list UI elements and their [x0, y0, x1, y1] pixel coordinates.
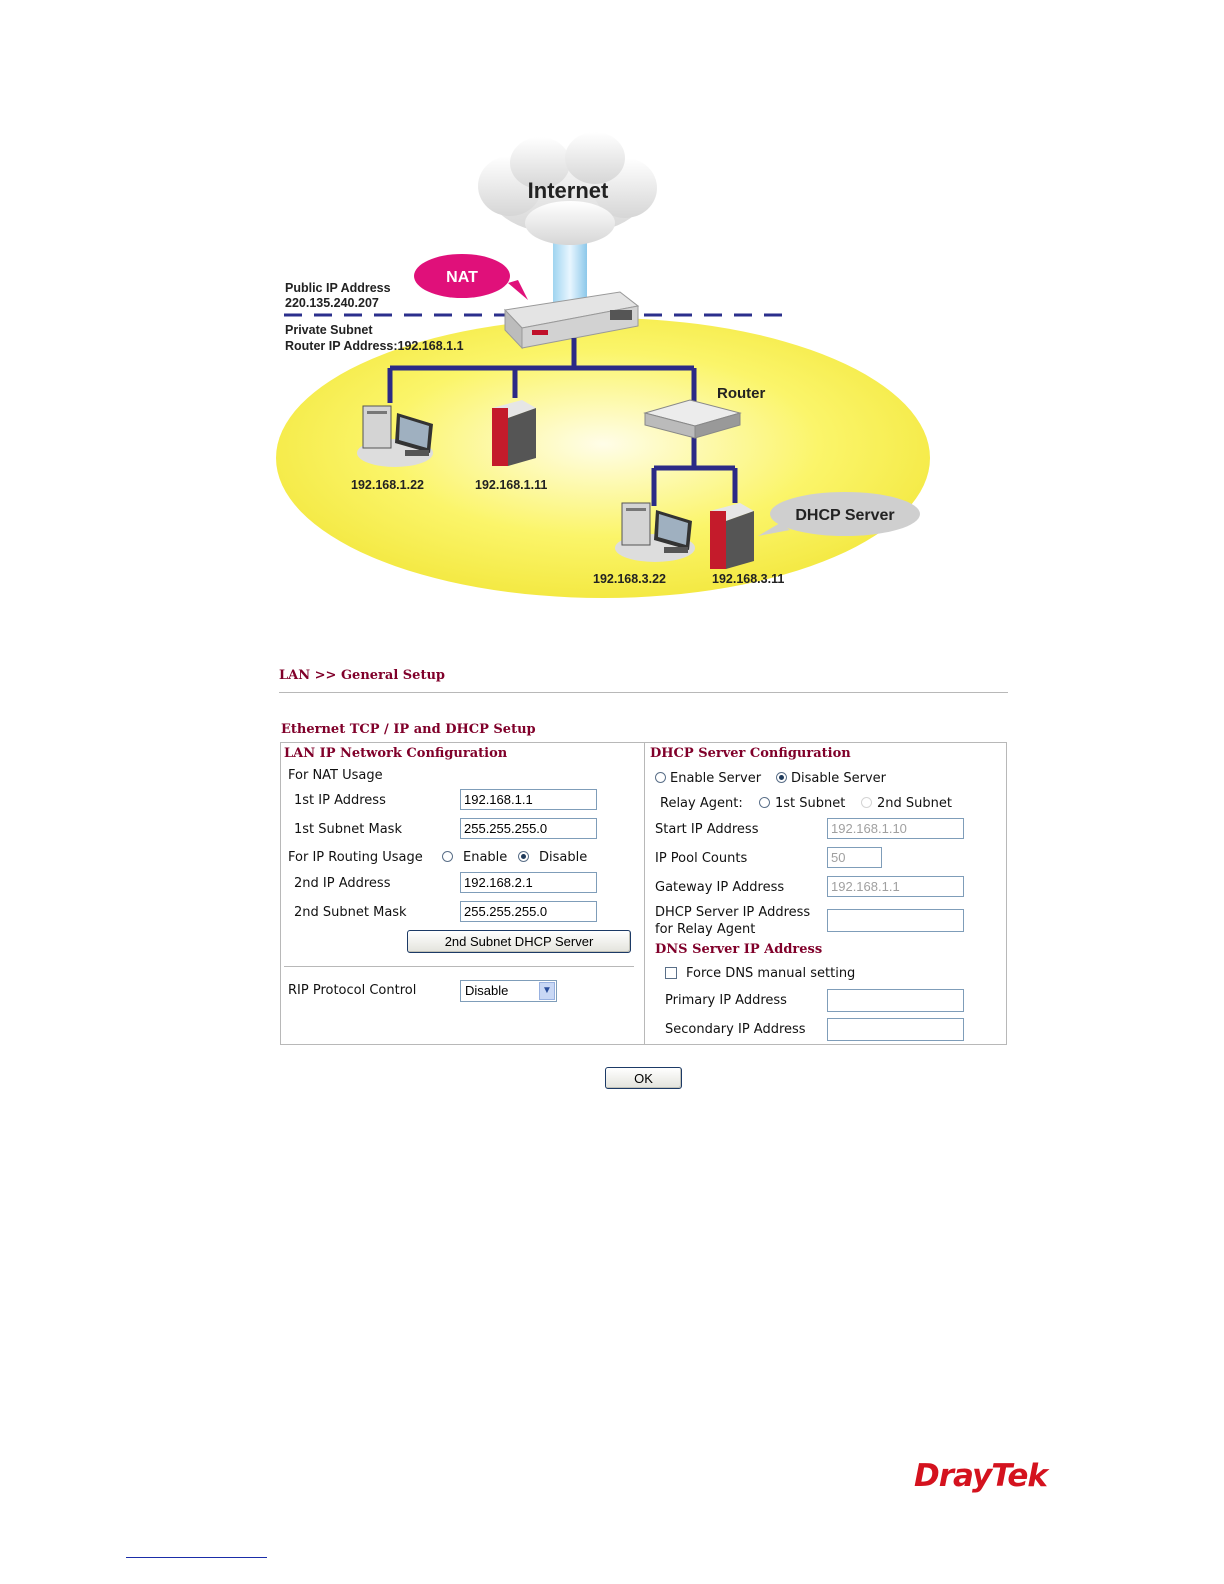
network-cabling — [387, 338, 738, 506]
router-ip-label: Router IP Address:192.168.1.1 — [285, 339, 464, 353]
router-icon — [643, 399, 742, 439]
host-ip-label: 192.168.1.22 — [351, 478, 424, 492]
dhcp-disable-radio[interactable] — [776, 772, 787, 783]
pc-icon — [615, 502, 695, 562]
private-subnet-label: Private Subnet — [285, 323, 373, 337]
dhcp-server-bubble — [758, 492, 920, 536]
ip-routing-label: For IP Routing Usage — [288, 850, 423, 865]
network-diagram: Internet NAT Public IP Address 220.135.2… — [276, 132, 930, 598]
relay-server-ip-label: DHCP Server IP Address — [655, 905, 811, 920]
pc-icon — [357, 405, 433, 467]
ip2-label: 2nd IP Address — [294, 876, 391, 891]
dns-header: DNS Server IP Address — [655, 942, 823, 957]
host-ip-label: 192.168.1.11 — [475, 478, 547, 492]
rip-select[interactable]: Disable ▼ — [460, 980, 557, 1002]
secondary-dns-input[interactable] — [827, 1018, 964, 1041]
force-dns-checkbox[interactable] — [665, 967, 677, 979]
section-title: Ethernet TCP / IP and DHCP Setup — [281, 722, 536, 737]
routing-disable-label: Disable — [539, 850, 588, 865]
primary-dns-input[interactable] — [827, 989, 964, 1012]
nat-bubble — [414, 254, 528, 300]
rip-divider — [284, 966, 634, 967]
ok-button[interactable]: OK — [605, 1067, 682, 1089]
column-divider — [644, 742, 645, 1045]
host-ip-label: 192.168.3.22 — [593, 572, 666, 586]
force-dns-label: Force DNS manual setting — [686, 966, 856, 981]
relay-2nd-label: 2nd Subnet — [877, 796, 952, 811]
server-icon — [710, 503, 754, 569]
dhcp-enable-label: Enable Server — [670, 771, 762, 786]
server-icon — [492, 400, 536, 466]
footer-rule — [126, 1557, 267, 1558]
pool-count-input[interactable] — [827, 847, 882, 868]
relay-1st-label: 1st Subnet — [775, 796, 846, 811]
rip-label: RIP Protocol Control — [288, 983, 417, 998]
start-ip-label: Start IP Address — [655, 822, 759, 837]
rip-select-value: Disable — [465, 983, 509, 998]
private-network-area — [276, 318, 930, 598]
secondary-dns-label: Secondary IP Address — [665, 1022, 806, 1037]
pool-count-label: IP Pool Counts — [655, 851, 748, 866]
dhcp-config-header: DHCP Server Configuration — [650, 746, 851, 761]
ip2-input[interactable] — [460, 872, 597, 893]
mask2-label: 2nd Subnet Mask — [294, 905, 407, 920]
dhcp-disable-label: Disable Server — [791, 771, 886, 786]
config-panel — [280, 742, 1007, 1045]
nat-usage-label: For NAT Usage — [288, 768, 383, 783]
mask1-input[interactable] — [460, 818, 597, 839]
header-divider — [279, 692, 1008, 693]
host-ip-label: 192.168.3.11 — [712, 572, 784, 586]
relay-server-ip-sublabel: for Relay Agent — [655, 922, 756, 937]
primary-dns-label: Primary IP Address — [665, 993, 787, 1008]
internet-cloud-icon — [478, 132, 657, 245]
lan-config-header: LAN IP Network Configuration — [284, 746, 508, 761]
breadcrumb: LAN >> General Setup — [279, 668, 445, 683]
ip1-input[interactable] — [460, 789, 597, 810]
routing-enable-label: Enable — [463, 850, 508, 865]
mask1-label: 1st Subnet Mask — [294, 822, 402, 837]
routing-enable-radio[interactable] — [442, 851, 453, 862]
gateway-ip-input[interactable] — [827, 876, 964, 897]
dhcp-server-label: DHCP Server — [795, 507, 894, 524]
router-label: Router — [717, 385, 765, 402]
mask2-input[interactable] — [460, 901, 597, 922]
relay-agent-label: Relay Agent: — [660, 796, 743, 811]
dhcp-enable-radio[interactable] — [655, 772, 666, 783]
relay-2nd-radio[interactable] — [861, 797, 872, 808]
chevron-down-icon[interactable]: ▼ — [539, 982, 555, 1000]
start-ip-input[interactable] — [827, 818, 964, 839]
draytek-logo: DrayTek — [914, 1458, 1048, 1494]
vigor-router-icon — [503, 291, 640, 350]
dhcp-2nd-subnet-button[interactable]: 2nd Subnet DHCP Server — [407, 930, 631, 953]
internet-label: Internet — [528, 178, 609, 203]
routing-disable-radio[interactable] — [518, 851, 529, 862]
relay-server-ip-input[interactable] — [827, 909, 964, 932]
gateway-ip-label: Gateway IP Address — [655, 880, 785, 895]
public-ip-value: 220.135.240.207 — [285, 296, 379, 310]
nat-label: NAT — [446, 269, 478, 286]
relay-1st-radio[interactable] — [759, 797, 770, 808]
ip1-label: 1st IP Address — [294, 793, 386, 808]
public-ip-title: Public IP Address — [285, 281, 391, 295]
